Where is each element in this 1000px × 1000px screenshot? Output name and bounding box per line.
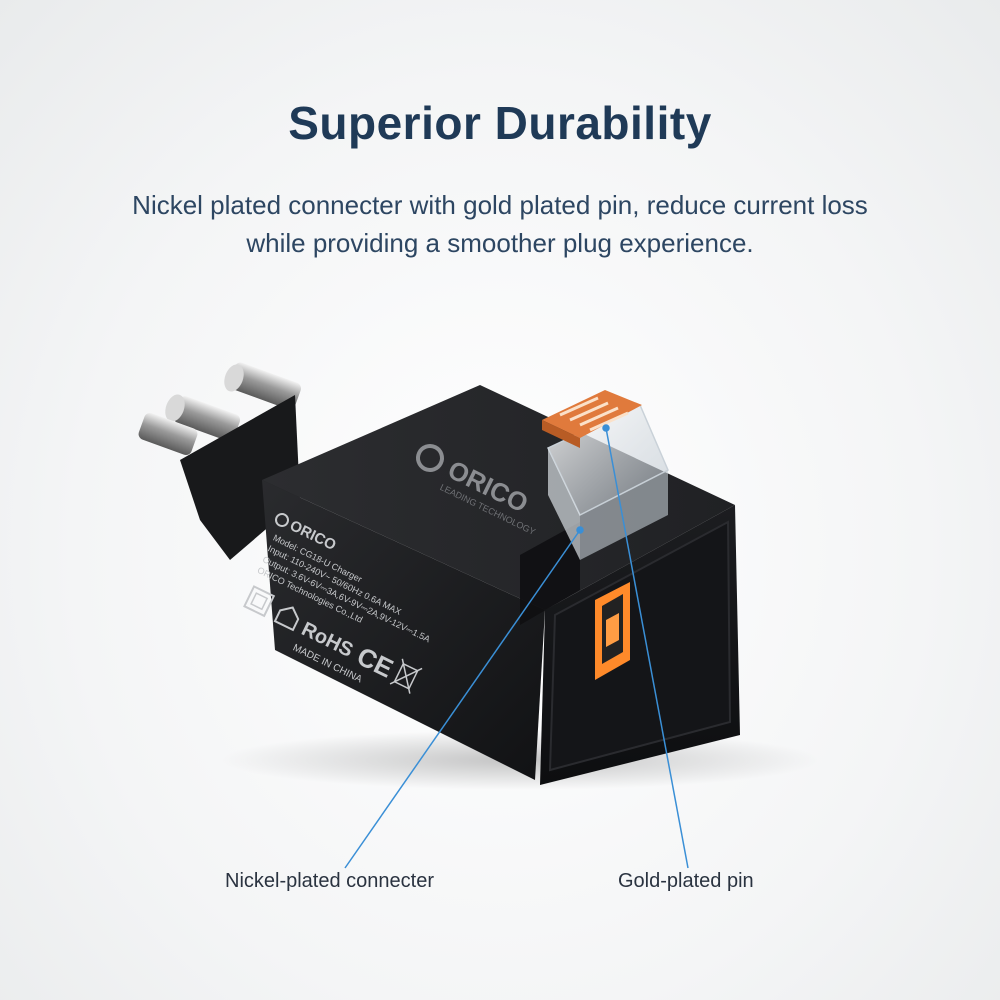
callout-lines: [344, 424, 689, 869]
description: Nickel plated connecter with gold plated…: [60, 186, 940, 262]
usb-port: [595, 582, 630, 680]
house-icon: [273, 606, 300, 632]
gold-pin-block: [542, 390, 642, 438]
usb-connector: [520, 390, 669, 625]
nickel-callout-line: [344, 529, 581, 869]
charger-front-face: [262, 480, 545, 780]
gold-callout-line: [605, 427, 689, 869]
plug-pins: [138, 362, 301, 456]
double-insulation-icon: [243, 585, 276, 618]
page-title: Superior Durability: [288, 97, 712, 149]
charger-top-face: [262, 385, 735, 610]
usb-panel: [548, 520, 732, 772]
gold-callout-label: Gold-plated pin: [618, 870, 754, 892]
description-line-2: while providing a smoother plug experien…: [246, 228, 754, 258]
nickel-callout-label: Nickel-plated connecter: [225, 870, 434, 892]
description-line-1: Nickel plated connecter with gold plated…: [132, 190, 868, 220]
weee-icon: [389, 658, 423, 694]
